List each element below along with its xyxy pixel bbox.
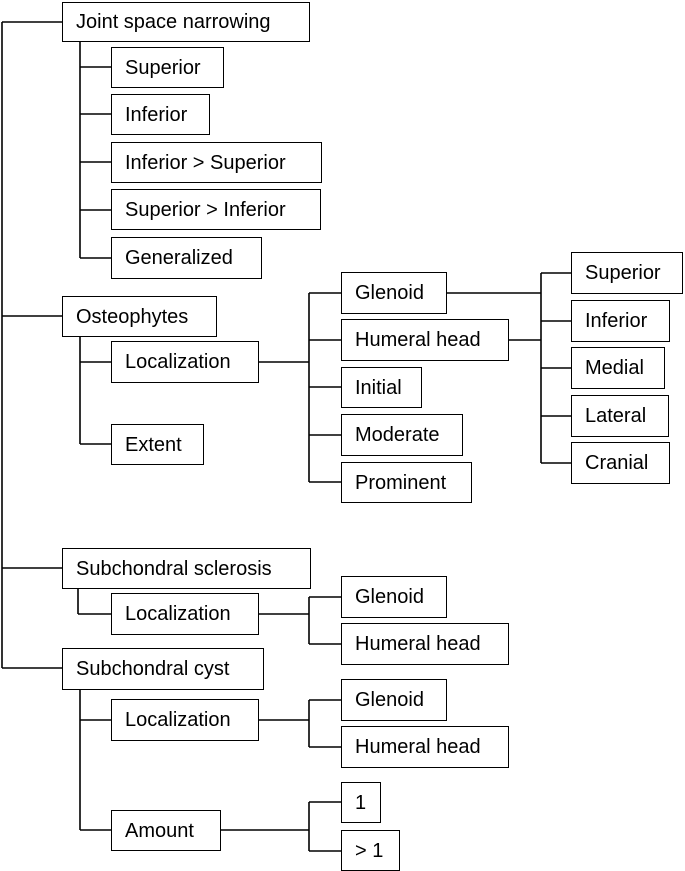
- node-sclerosis-glenoid: Glenoid: [341, 576, 447, 618]
- node-amount-one: 1: [341, 782, 381, 823]
- node-sclerosis-localization: Localization: [111, 593, 259, 635]
- node-cyst-humeral-head: Humeral head: [341, 726, 509, 768]
- node-osteophytes: Osteophytes: [62, 296, 217, 337]
- node-jsn-inferior-gt-superior: Inferior > Superior: [111, 142, 322, 183]
- node-subchondral-sclerosis: Subchondral sclerosis: [62, 548, 311, 589]
- node-osteo-initial: Initial: [341, 367, 422, 408]
- node-jsn-generalized: Generalized: [111, 237, 262, 279]
- node-osteo-prominent: Prominent: [341, 462, 472, 503]
- node-dir-cranial: Cranial: [571, 442, 670, 484]
- node-joint-space-narrowing: Joint space narrowing: [62, 2, 310, 42]
- node-osteophytes-localization: Localization: [111, 341, 259, 383]
- node-cyst-localization: Localization: [111, 699, 259, 741]
- node-cyst-glenoid: Glenoid: [341, 679, 447, 721]
- node-subchondral-cyst: Subchondral cyst: [62, 648, 264, 690]
- node-osteo-moderate: Moderate: [341, 414, 463, 456]
- node-jsn-superior: Superior: [111, 47, 224, 88]
- node-osteophytes-extent: Extent: [111, 424, 204, 465]
- node-amount-more-than-one: > 1: [341, 830, 400, 871]
- node-dir-superior: Superior: [571, 252, 683, 294]
- node-dir-lateral: Lateral: [571, 395, 669, 437]
- node-jsn-inferior: Inferior: [111, 94, 210, 135]
- node-sclerosis-humeral-head: Humeral head: [341, 623, 509, 665]
- node-jsn-superior-gt-inferior: Superior > Inferior: [111, 189, 321, 230]
- node-osteo-humeral-head: Humeral head: [341, 319, 509, 361]
- node-dir-inferior: Inferior: [571, 300, 670, 342]
- node-dir-medial: Medial: [571, 347, 665, 389]
- node-osteo-glenoid: Glenoid: [341, 272, 447, 314]
- node-cyst-amount: Amount: [111, 810, 221, 851]
